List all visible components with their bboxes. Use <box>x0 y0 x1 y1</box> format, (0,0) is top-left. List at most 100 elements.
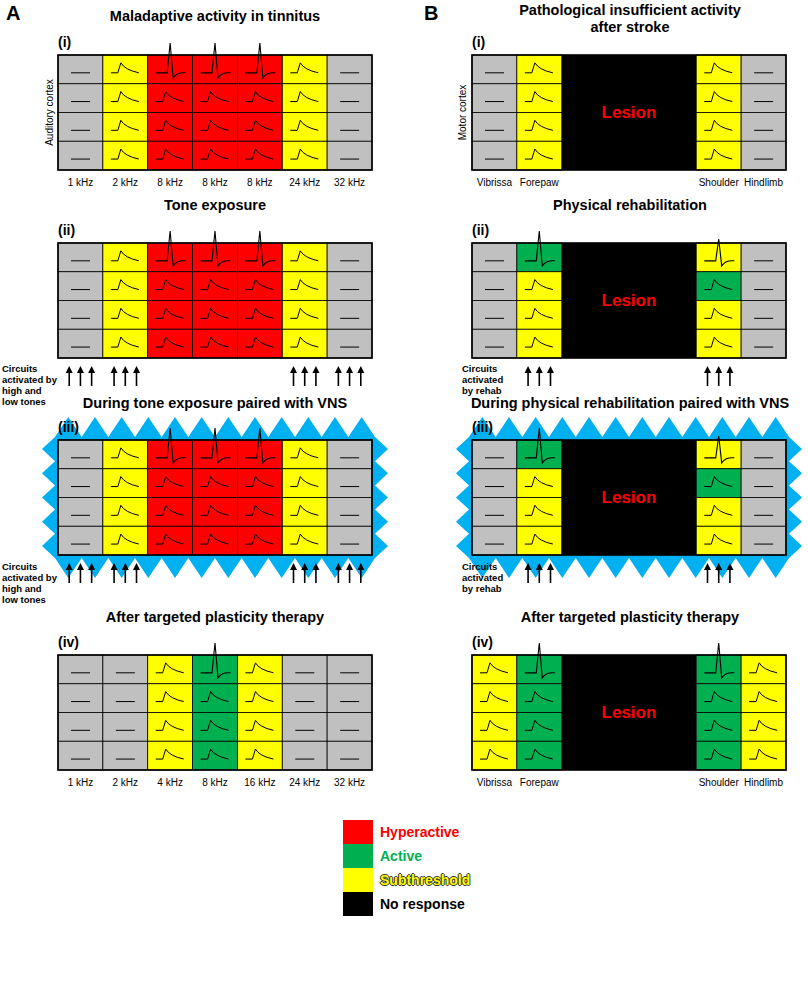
cortex-cell <box>696 655 741 684</box>
annotation: Circuits activated by high and low tones <box>2 364 58 408</box>
flat-trace <box>71 730 90 731</box>
flat-trace <box>71 159 90 160</box>
cortex-cell <box>58 741 103 770</box>
cortex-cell <box>58 440 103 469</box>
cortex-cell <box>58 141 103 170</box>
arrow-head <box>704 563 711 570</box>
epsp-trace <box>290 251 318 261</box>
epsp-trace <box>156 120 184 130</box>
cortex-cell <box>696 272 741 301</box>
arrow-head <box>312 563 319 570</box>
flat-trace <box>754 159 773 160</box>
flat-trace <box>71 701 90 702</box>
activation-arrow <box>550 371 552 386</box>
cortex-cell <box>472 329 517 358</box>
arrow-head <box>301 366 308 373</box>
flat-trace <box>71 515 90 516</box>
cortex-cell <box>741 526 786 555</box>
epsp-trace <box>201 92 229 102</box>
cortex-border <box>58 440 372 555</box>
flat-trace <box>71 486 90 487</box>
epsp-trace <box>525 149 553 159</box>
flat-trace <box>754 72 773 73</box>
cortex-cell <box>696 713 741 742</box>
epsp-trace <box>111 92 139 102</box>
cortex-border <box>472 243 786 358</box>
cortex-cell <box>327 243 372 272</box>
epsp-trace <box>704 477 732 487</box>
cortex-cell <box>148 301 193 330</box>
flat-trace <box>340 457 359 458</box>
epsp-trace <box>290 280 318 290</box>
epsp-trace <box>290 308 318 318</box>
flat-trace <box>485 101 504 102</box>
arrow-head <box>715 563 722 570</box>
cortex-cell <box>327 741 372 770</box>
legend-swatch <box>343 892 373 916</box>
axis-label: Auditory cortex <box>43 79 54 146</box>
panel-number: (iv) <box>58 634 79 650</box>
epsp-trace <box>201 149 229 159</box>
cortex-cell <box>148 113 193 142</box>
activation-arrow <box>718 568 720 583</box>
legend-row: Active <box>343 844 470 868</box>
cortex-cell <box>148 243 193 272</box>
cortex-cell <box>327 113 372 142</box>
cortex-cell <box>58 526 103 555</box>
epsp-trace <box>290 120 318 130</box>
epsp-trace <box>156 534 184 544</box>
cortex-cell <box>741 301 786 330</box>
arrow-head <box>704 366 711 373</box>
lesion-region: Lesion <box>562 655 697 770</box>
activation-arrow <box>338 371 340 386</box>
flat-trace <box>340 730 359 731</box>
cortex-cell <box>517 684 562 713</box>
cortex-cell <box>58 498 103 527</box>
cortex-cell <box>696 329 741 358</box>
cortex-cell <box>741 741 786 770</box>
cortex-cell <box>517 113 562 142</box>
cortex-cell <box>193 655 238 684</box>
vns-burst <box>42 417 388 578</box>
flat-trace <box>340 72 359 73</box>
epsp-trace <box>111 448 139 458</box>
arrow-head <box>357 366 364 373</box>
column-label: 24 kHz <box>282 777 328 788</box>
epsp-trace <box>525 720 553 730</box>
cortex-cell <box>696 741 741 770</box>
flat-trace <box>71 72 90 73</box>
epsp-trace <box>290 337 318 347</box>
epsp-trace <box>156 720 184 730</box>
epsp-trace <box>245 477 273 487</box>
flat-trace <box>340 130 359 131</box>
epsp-trace <box>111 534 139 544</box>
flat-trace <box>295 672 314 673</box>
cortex-cell <box>282 113 327 142</box>
panel-number: (iii) <box>472 419 493 435</box>
annotation: Circuits activated by high and low tones <box>2 562 58 606</box>
cortex-cell <box>472 113 517 142</box>
legend-text: Active <box>380 848 422 864</box>
cortex-cell <box>472 272 517 301</box>
cortex-cell <box>517 655 562 684</box>
epsp-trace <box>156 663 184 673</box>
arrow-head <box>66 366 73 373</box>
cortex-cell <box>741 469 786 498</box>
cortex-cell <box>58 243 103 272</box>
column-label: 1 kHz <box>57 777 103 788</box>
epsp-trace <box>704 749 732 759</box>
column-label: Forepaw <box>516 777 562 788</box>
epsp-trace <box>111 337 139 347</box>
cortex-cell <box>472 84 517 113</box>
flat-trace <box>116 759 135 760</box>
flat-trace <box>340 515 359 516</box>
arrow-head <box>536 366 543 373</box>
spike-trace <box>525 428 555 463</box>
epsp-trace <box>245 149 273 159</box>
cortex-cell <box>148 713 193 742</box>
column-label: Hindlimb <box>741 777 787 788</box>
flat-trace <box>116 730 135 731</box>
cortex-cell <box>237 655 282 684</box>
cortex-cell <box>696 141 741 170</box>
arrow-head <box>715 366 722 373</box>
